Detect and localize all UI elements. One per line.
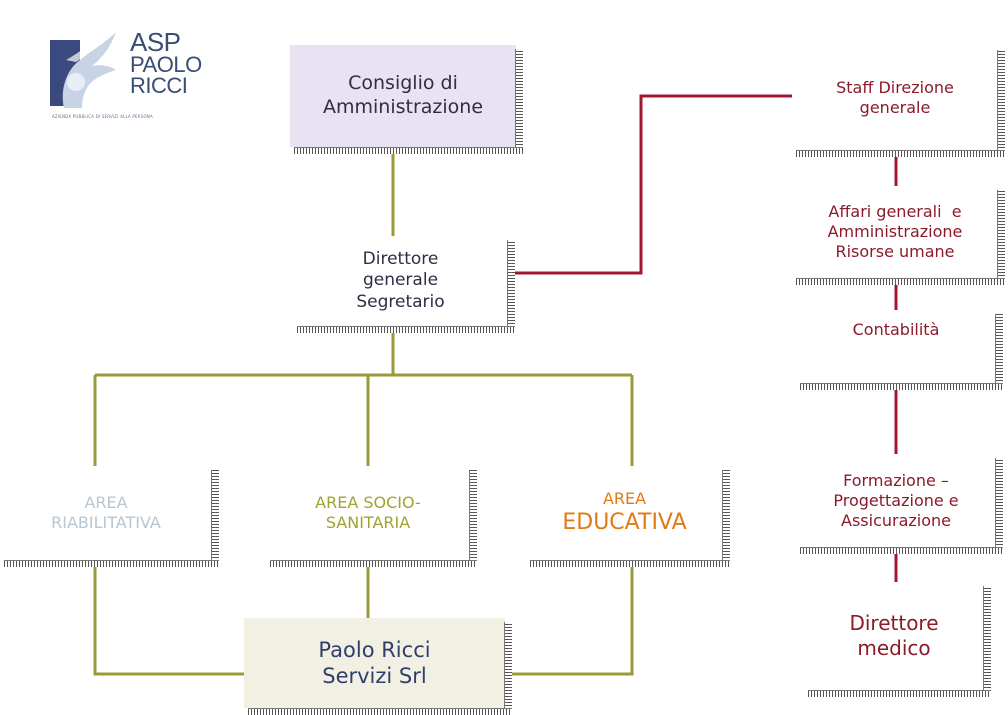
node-direttore-generale: Direttore generale Segretario — [293, 236, 515, 333]
node-servizi-line2: Servizi Srl — [322, 664, 427, 688]
node-educativa-line1: AREA — [602, 489, 647, 509]
line-direttore-staff — [510, 94, 792, 275]
node-affari-line1: Affari generali e — [828, 202, 962, 221]
line-riabilitativa-servizi — [93, 560, 244, 676]
node-formazione: Formazione – Progettazione e Assicurazio… — [796, 454, 1003, 554]
node-consiglio: Consiglio di Amministrazione — [290, 45, 523, 154]
node-staff-line2: generale — [859, 98, 931, 117]
asp-logo: ASP PAOLO RICCI AZIENDA PUBBLICA DI SERV… — [46, 29, 202, 120]
node-educativa-line2: EDUCATIVA — [562, 510, 687, 536]
node-affari-line3: Risorse umane — [835, 242, 955, 261]
node-riabilitativa-line2: RIABILITATIVA — [51, 513, 161, 532]
node-servizi-line1: Paolo Ricci — [318, 637, 431, 662]
node-formazione-line1: Formazione – — [843, 470, 949, 490]
logo-wordmark: ASP PAOLO RICCI — [130, 27, 202, 98]
node-staff-direzione: Staff Direzione generale — [792, 46, 1005, 157]
node-socio-line2: SANITARIA — [325, 513, 411, 532]
node-formazione-line3: Assicurazione — [841, 510, 951, 530]
node-staff-line1: Staff Direzione — [836, 78, 954, 97]
node-medico-line2: medico — [857, 636, 931, 660]
node-consiglio-label: Consiglio di Amministrazione — [322, 72, 484, 118]
node-affari-line2: Amministrazione — [827, 222, 963, 241]
node-paolo-ricci-servizi: Paolo Ricci Servizi Srl — [244, 618, 512, 715]
node-direttore-line2: generale — [362, 270, 439, 291]
node-direttore-line3: Segretario — [356, 291, 445, 312]
node-direttore-line1: Direttore — [362, 249, 439, 270]
logo-subtitle: AZIENDA PUBBLICA DI SERVIZI ALLA PERSONA — [52, 114, 153, 119]
logo-line-asp: ASP — [130, 27, 181, 57]
logo-line-ricci: RICCI — [130, 73, 188, 98]
node-riabilitativa-line1: AREA — [84, 493, 128, 512]
node-socio-line1: AREA SOCIO- — [315, 493, 421, 512]
node-direttore-medico: Direttore medico — [804, 582, 991, 697]
node-contabilita: Contabilità — [796, 310, 1003, 390]
winged-figure-icon — [50, 32, 116, 108]
node-formazione-line2: Progettazione e — [833, 490, 959, 510]
logo-line-paolo: PAOLO — [130, 52, 202, 77]
node-affari-generali: Affari generali e Amministrazione Risors… — [792, 186, 1005, 285]
node-medico-line1: Direttore — [849, 611, 939, 635]
node-area-educativa: AREA EDUCATIVA — [526, 466, 730, 567]
node-area-socio-sanitaria: AREA SOCIO- SANITARIA — [266, 466, 477, 567]
line-educativa-servizi — [505, 560, 634, 676]
node-contabilita-label: Contabilità — [852, 320, 940, 339]
node-area-riabilitativa: AREA RIABILITATIVA — [0, 466, 219, 567]
